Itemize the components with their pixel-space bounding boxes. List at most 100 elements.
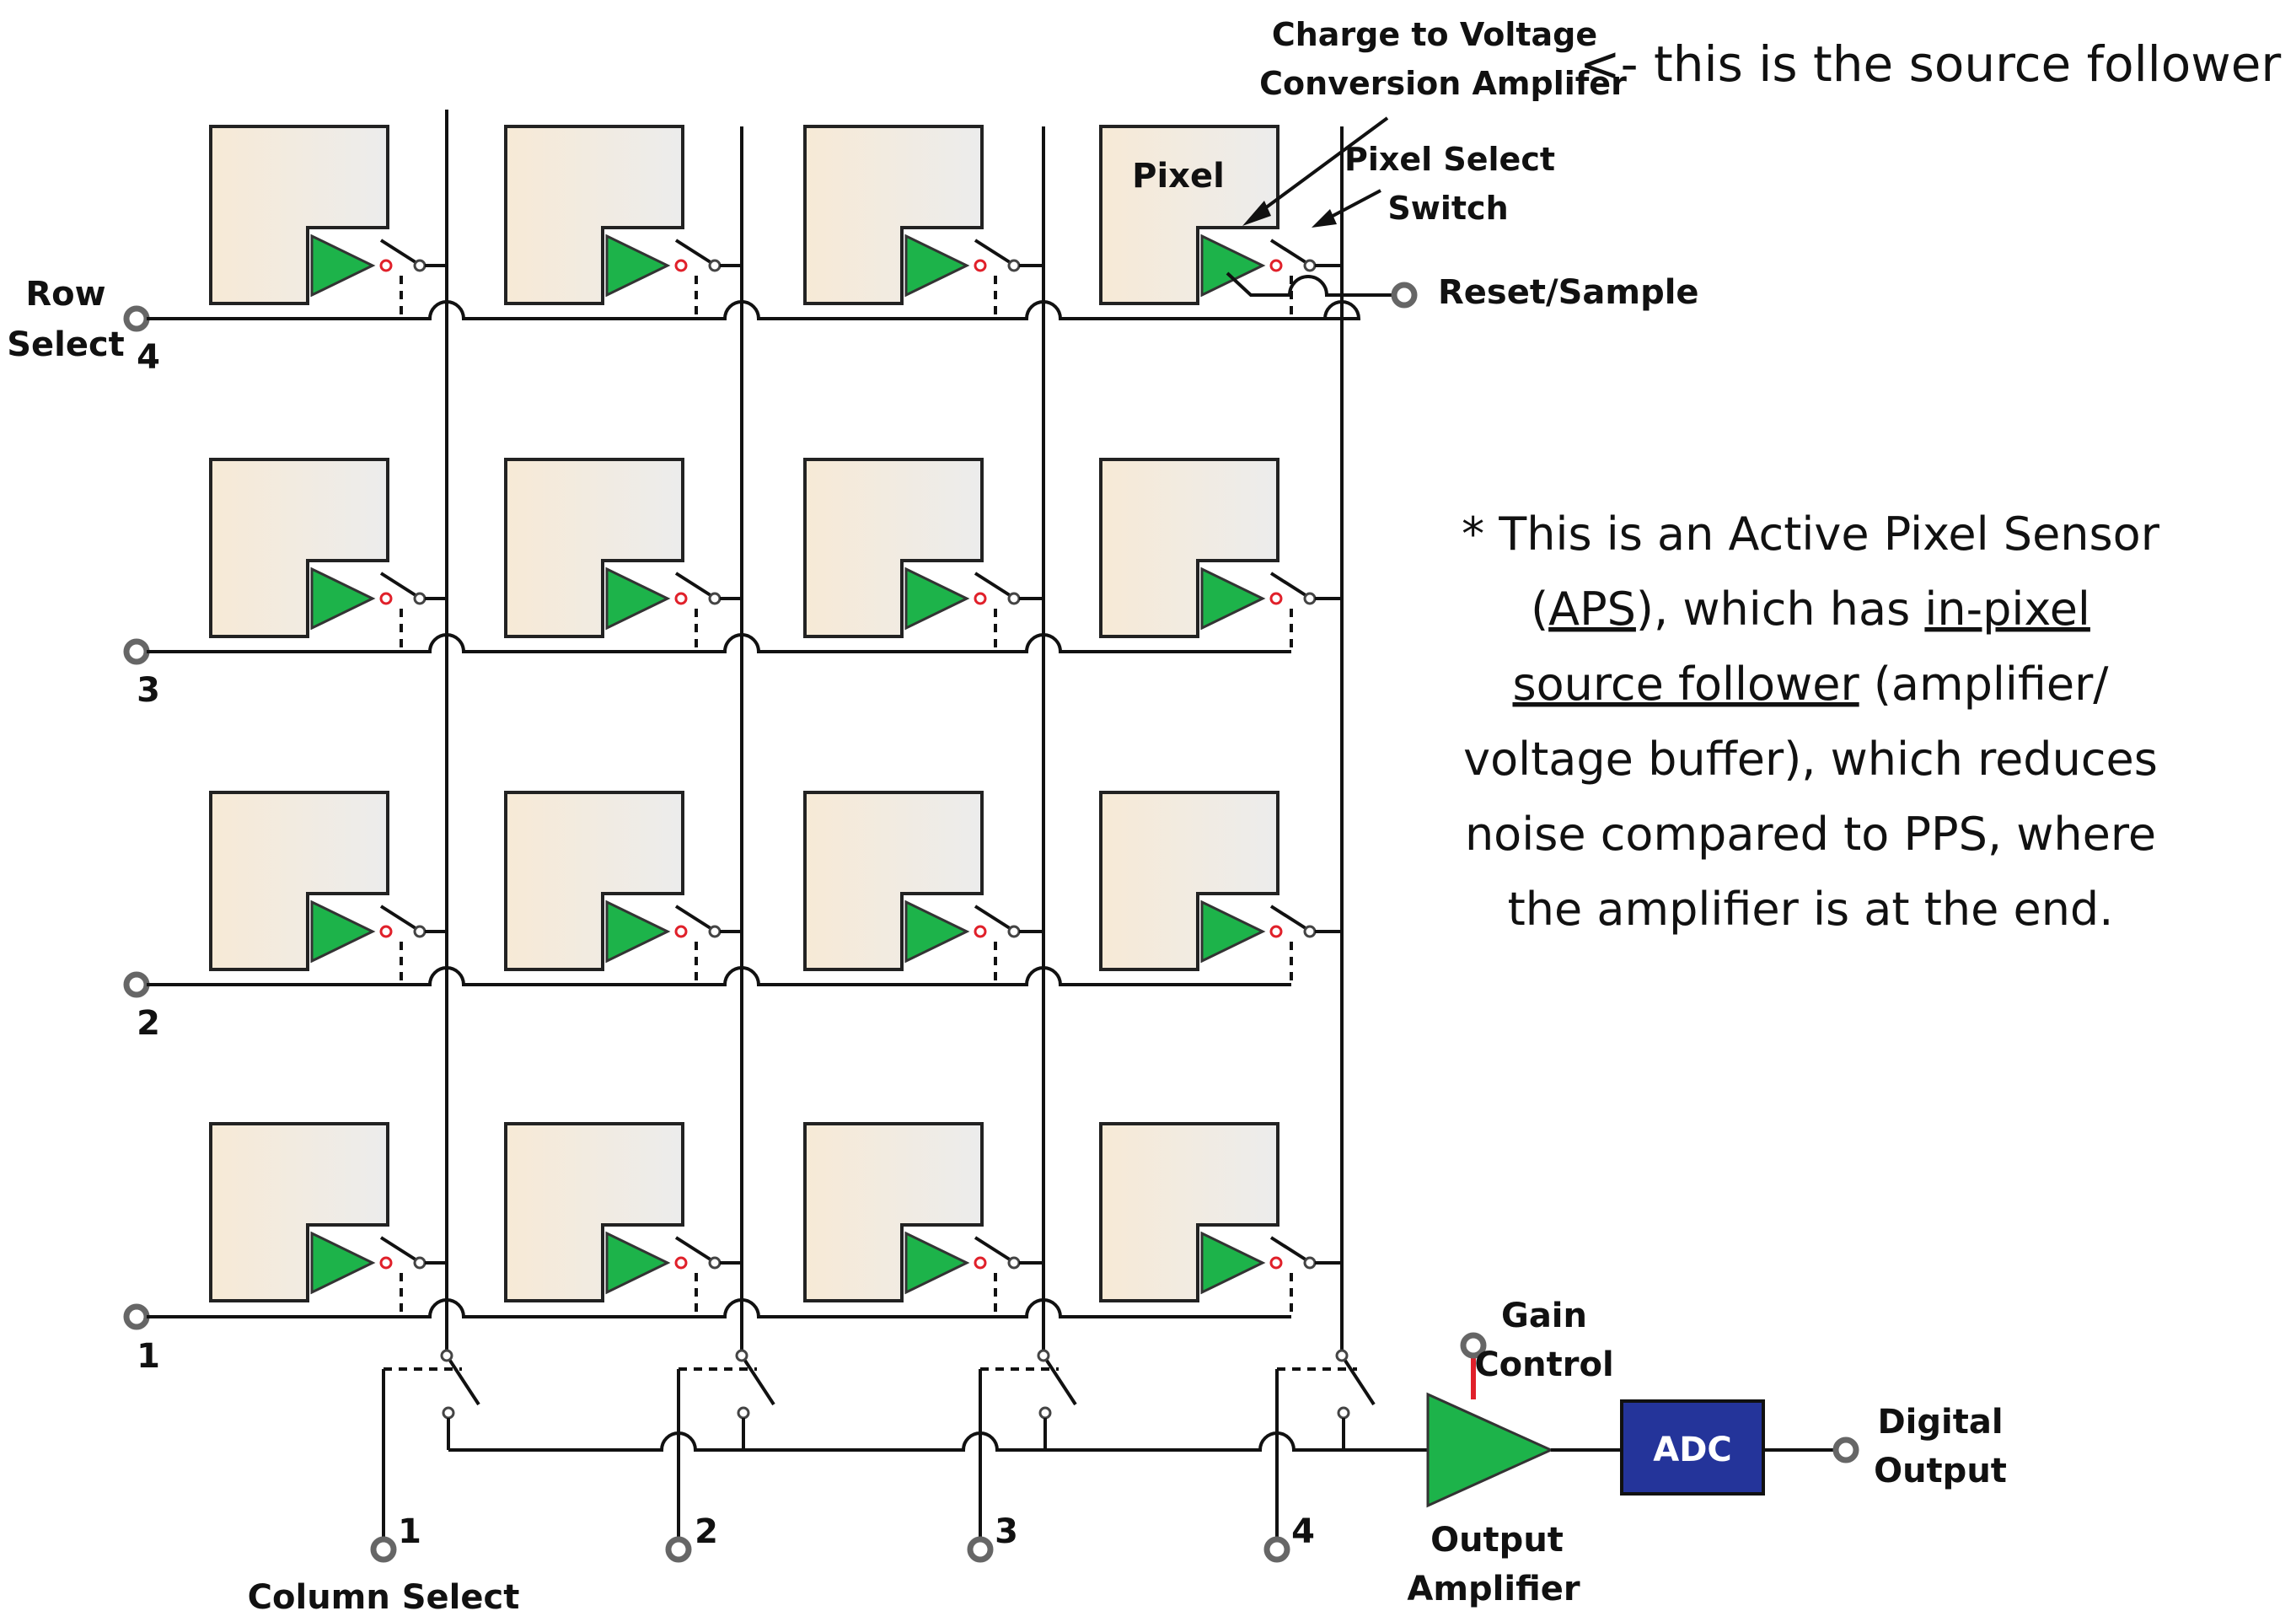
row-number-2: 2 [137,1004,160,1043]
source-follower-amplifier [1200,1231,1266,1295]
pixel-select-switch [1269,905,1310,932]
pixel-select-switch [974,239,1014,266]
source-follower-amplifier [904,567,970,631]
pixel-photodiode [1099,125,1279,305]
pixel-select-switch [674,1236,715,1263]
column-select-terminal [967,1536,994,1563]
source-follower-annotation: <- this is the source follower [1580,35,2281,93]
adc-block [1620,1399,1765,1496]
pixel-photodiode [504,1122,684,1302]
pixel-select-switch [1269,239,1310,266]
column-number-2: 2 [695,1512,718,1551]
pixel-switch-node [974,592,987,605]
output-amplifier-triangle [1426,1392,1554,1508]
pixel-switch-contact [708,592,722,605]
row-select-terminal [123,638,150,665]
row-number-4: 4 [137,338,160,377]
aps-note: * This is an Active Pixel Sensor(APS), w… [1462,507,2160,936]
pixel-cell [209,458,447,652]
pixel-switch-arrowhead [1312,209,1337,228]
output-amp-label-line2: Amplifier [1407,1570,1580,1608]
pixel-switch-node [379,259,393,272]
source-follower-amplifier [605,1231,671,1295]
output-bus-line [448,1431,1428,1452]
pixel-photodiode [1099,791,1279,971]
pixel-switch-contact [413,925,426,938]
pixel-switch-contact [708,1256,722,1270]
aps-note-line: * This is an Active Pixel Sensor [1462,507,2160,561]
column-select-switch [743,1359,775,1406]
pixel-cell [209,125,447,319]
pixel-cell [209,791,447,985]
pixel-switch-node [1269,259,1283,272]
pixel-switch-node [674,259,688,272]
pixel-photodiode [803,125,984,305]
aps-note-line: noise compared to PPS, where [1465,808,2156,861]
pixel-cell [504,458,742,652]
row-select-terminal [123,305,150,332]
gain-control-terminal [1460,1332,1487,1359]
column-switch-contact [1337,1406,1350,1420]
pixel-cell [504,791,742,985]
pixel-cell [504,125,742,319]
column-number-4: 4 [1291,1512,1315,1551]
column-select-switch [1045,1359,1077,1406]
gain-control-label-line1: Gain [1501,1297,1587,1335]
pixel-select-switch [974,572,1014,599]
charge-amp-label-line1: Charge to Voltage [1272,16,1597,53]
pixel-switch-node [379,925,393,938]
pixel-cell [209,1122,447,1317]
source-follower-amplifier [904,899,970,964]
pixel-photodiode [209,458,389,638]
row-select-line [147,1298,1291,1318]
aps-note-line: voltage buffer), which reduces [1463,733,2158,786]
column-select-terminal [1263,1536,1290,1563]
pixel-cell [504,1122,742,1317]
row-number-3: 3 [137,671,160,710]
digital-output-label-line2: Output [1874,1452,2007,1490]
column-select-terminal [370,1536,397,1563]
source-follower-amplifier [310,234,376,298]
pixel-switch-contact [1303,1256,1317,1270]
pixel-select-switch [379,239,420,266]
pixel-switch-contact [1007,1256,1021,1270]
pixel-switch-contact [1303,925,1317,938]
pixel-cell [803,791,1043,985]
row-select-terminal [123,971,150,998]
pixel-photodiode [803,1122,984,1302]
pixel-cell [1099,1122,1342,1317]
digital-output-terminal [1832,1436,1859,1463]
row-select-line [147,633,1291,653]
pixel-photodiode [1099,1122,1279,1302]
pixel-switch-node [674,925,688,938]
pixel-select-switch [674,572,715,599]
pixel-select-switch [1269,1236,1310,1263]
pixel-switch-label-line2: Switch [1387,190,1508,227]
pixel-label: Pixel [1132,157,1225,196]
pixel-photodiode [803,791,984,971]
pixel-switch-node [379,1256,393,1270]
pixel-switch-node [674,1256,688,1270]
pixel-select-switch [674,905,715,932]
source-follower-amplifier [904,234,970,298]
adc-label: ADC [1653,1431,1732,1469]
pixel-photodiode [504,458,684,638]
pixel-select-switch [974,1236,1014,1263]
pixel-switch-contact [1007,925,1021,938]
pixel-switch-contact [413,259,426,272]
pixel-switch-node [974,1256,987,1270]
source-follower-amplifier [310,899,376,964]
pixel-switch-node [1269,1256,1283,1270]
column-select-terminal [665,1536,692,1563]
source-follower-amplifier [904,1231,970,1295]
column-select-switch [1344,1359,1376,1406]
column-select-switch [448,1359,480,1406]
pixel-switch-node [1269,592,1283,605]
pixel-photodiode [209,791,389,971]
pixel-cell [803,1122,1043,1317]
column-number-1: 1 [398,1512,421,1551]
column-number-3: 3 [995,1512,1018,1551]
row-select-terminal [123,1303,150,1330]
pixel-cell [803,458,1043,652]
